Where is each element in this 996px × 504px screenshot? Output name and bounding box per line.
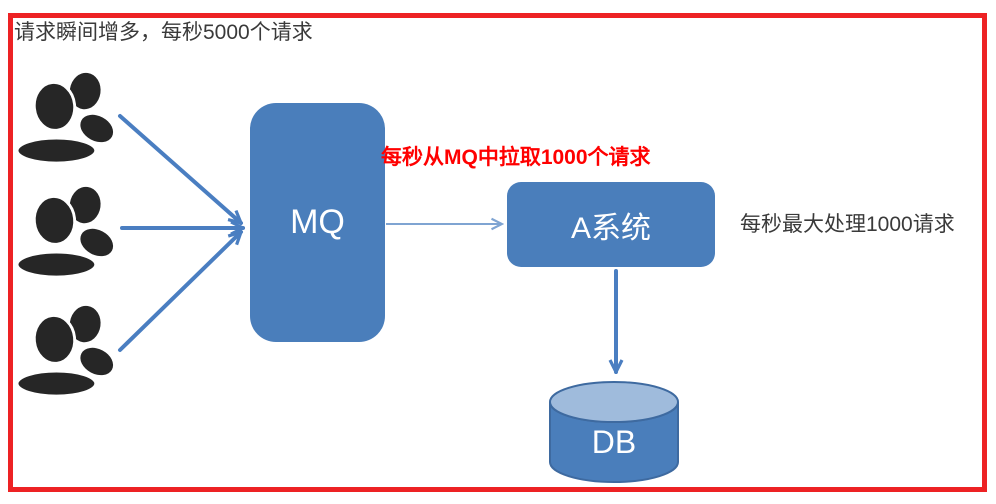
system-a-node: A系统	[507, 182, 715, 267]
max-process-annotation: 每秒最大处理1000请求	[740, 213, 955, 236]
pull-rate-annotation: 每秒从MQ中拉取1000个请求	[381, 146, 651, 169]
mq-node-label: MQ	[290, 203, 345, 241]
red-frame-border	[8, 13, 987, 492]
users-icon	[16, 301, 116, 397]
users-icon	[16, 182, 116, 278]
users-icon	[16, 68, 116, 164]
db-node-label: DB	[592, 424, 636, 460]
arrow-users3-to-mq	[118, 232, 241, 352]
mq-node: MQ	[250, 103, 385, 342]
db-cylinder-top	[549, 381, 679, 423]
system-a-node-label: A系统	[570, 211, 651, 245]
arrow-users1-to-mq	[118, 114, 241, 223]
diagram-title: 请求瞬间增多，每秒5000个请求	[14, 21, 313, 44]
db-cylinder: DB	[549, 381, 679, 483]
